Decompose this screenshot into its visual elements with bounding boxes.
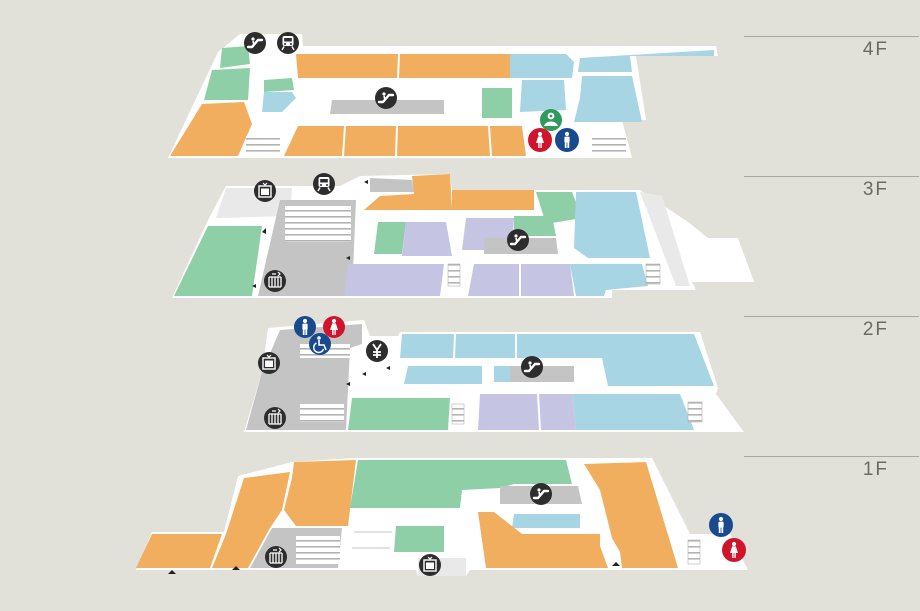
floor-label-3f[interactable]: 3F: [744, 176, 919, 201]
shop-4f[interactable]: [284, 126, 490, 156]
stairs-1f: [296, 536, 340, 564]
shop-4f[interactable]: [574, 76, 642, 122]
shop-1f[interactable]: [350, 460, 572, 508]
elevator-icon: [254, 180, 276, 202]
floor-label-2f[interactable]: 2F: [744, 316, 919, 341]
shop-1f[interactable]: [394, 526, 444, 552]
shop-4f[interactable]: [170, 102, 252, 156]
stairs-4f: [592, 136, 626, 156]
shop-4f[interactable]: [510, 54, 574, 78]
shop-1f[interactable]: [512, 514, 580, 528]
shop-4f[interactable]: [264, 78, 294, 92]
mens-restroom-icon: [555, 128, 579, 152]
womens-restroom-icon: [323, 316, 345, 338]
train-icon: [313, 173, 335, 195]
stairs-icon: [265, 546, 287, 568]
escalator-icon: [244, 32, 266, 54]
shop-3f[interactable]: [570, 264, 648, 296]
shop-3f[interactable]: [402, 222, 452, 256]
elevator-icon: [419, 554, 441, 576]
shop-3f[interactable]: [344, 264, 444, 296]
train-icon: [277, 32, 299, 54]
womens-restroom-icon: [528, 128, 552, 152]
floor-3f-plan: [172, 173, 754, 298]
nursing-room-icon: [540, 109, 562, 131]
atm-yen-icon: [366, 340, 388, 362]
shop-3f[interactable]: [364, 174, 452, 210]
shop-2f[interactable]: [400, 334, 714, 386]
shop-3f[interactable]: [374, 222, 406, 254]
stairs-icon: [264, 270, 286, 292]
escalator-icon: [375, 87, 397, 109]
shop-4f[interactable]: [520, 80, 566, 112]
shop-1f[interactable]: [284, 460, 356, 526]
shop-2f[interactable]: [572, 394, 694, 430]
shop-1f[interactable]: [478, 512, 608, 568]
shop-1f[interactable]: [136, 534, 222, 568]
shop-2f[interactable]: [348, 398, 450, 430]
mens-restroom-icon: [709, 513, 733, 537]
floor-label-1f[interactable]: 1F: [744, 456, 919, 481]
shop-3f[interactable]: [452, 190, 534, 210]
womens-restroom-icon: [722, 538, 746, 562]
shop-4f[interactable]: [490, 126, 526, 156]
escalator-icon: [521, 356, 543, 378]
shop-4f[interactable]: [296, 54, 510, 78]
floor-label-4f[interactable]: 4F: [744, 36, 919, 61]
floor-4f-plan: [168, 32, 718, 158]
stairs-3f: [285, 206, 351, 242]
elevator-icon: [258, 352, 280, 374]
shop-4f[interactable]: [262, 92, 296, 112]
shop-1f[interactable]: [212, 472, 290, 568]
shop-2f[interactable]: [478, 394, 576, 430]
shop-3f[interactable]: [514, 216, 556, 236]
stairs-icon: [264, 407, 286, 429]
floor-2f-plan: [244, 316, 744, 432]
escalator-icon: [530, 483, 552, 505]
shop-2f[interactable]: [404, 366, 482, 384]
shop-4f[interactable]: [482, 88, 512, 118]
shop-3f[interactable]: [574, 192, 650, 258]
floor-1f-plan: [136, 458, 748, 576]
escalator-icon: [507, 229, 529, 251]
stairs-2f: [300, 404, 344, 422]
stairs-4f: [246, 136, 280, 156]
shop-4f[interactable]: [220, 46, 250, 68]
shop-1f[interactable]: [584, 462, 678, 568]
mens-restroom-icon: [294, 316, 316, 338]
accessible-restroom-icon: [309, 333, 331, 355]
shop-3f[interactable]: [174, 226, 262, 296]
shop-4f[interactable]: [204, 68, 250, 100]
shop-4f[interactable]: [578, 50, 714, 72]
